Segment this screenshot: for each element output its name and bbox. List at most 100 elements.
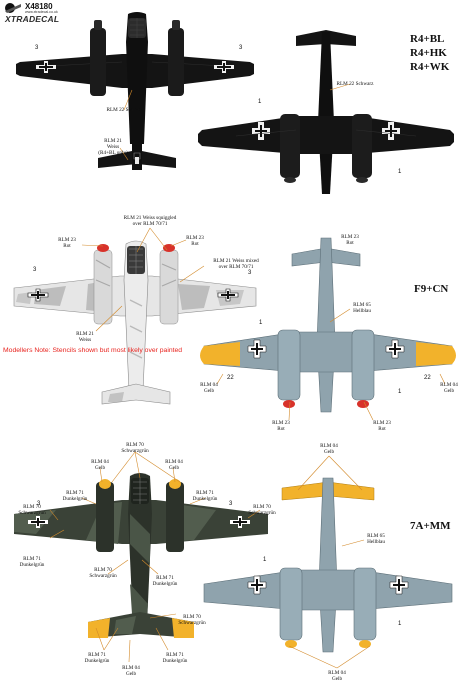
stencil-number: 22: [424, 375, 431, 381]
xtradecal-logo: X48180 www.xtradecal.co.uk XTRADECAL: [3, 2, 73, 26]
catalogue-number: X48180: [25, 2, 53, 11]
code-r4-wk: R4+WK: [410, 61, 450, 73]
plane-black-underside-view: [198, 30, 454, 194]
label-line: RLM 21 Weiss mixed: [213, 258, 259, 264]
code-r4-bl: R4+BL: [410, 33, 445, 45]
label-line: over RLM 70/71: [218, 264, 254, 270]
label-line: Dunkelgrün: [162, 658, 188, 664]
label-line: Gelb: [125, 671, 137, 677]
label-line: Hellblau: [367, 539, 385, 545]
label-line: RLM 04: [91, 459, 109, 465]
label-line: RLM 70: [23, 504, 41, 510]
label-line: RLM 71: [166, 652, 184, 658]
label-line: RLM 04: [320, 443, 338, 449]
label-line: Dunkelgrün: [192, 496, 218, 502]
tail-swastika-placeholder-icon: [133, 152, 141, 160]
stencil-number: 1: [263, 557, 267, 563]
label-line: RLM 71: [196, 490, 214, 496]
label-line: over RLM 70/71: [132, 221, 168, 227]
label-line: RLM 23: [373, 420, 391, 426]
plane-black-top-view: [16, 12, 254, 170]
stencil-number: 3: [229, 501, 233, 507]
stencil-number: 1: [398, 169, 402, 175]
stencil-number: 22: [227, 375, 234, 381]
label-line: Schwarzgrün: [18, 510, 46, 516]
label-line: RLM 71: [66, 490, 84, 496]
label-p2-rlm22: RLM 22 Schwarz: [320, 81, 390, 87]
label-line: Gelb: [168, 465, 180, 471]
label-line: RLM 71: [23, 556, 41, 562]
label-line: Gelb: [443, 388, 455, 394]
stencil-number: 1: [398, 621, 402, 627]
stencil-number: 1: [398, 389, 402, 395]
code-f9-cn: F9+CN: [414, 283, 449, 295]
plane-hellblau-underside-view: [200, 237, 456, 413]
label-line: Schwarzgrün: [248, 510, 276, 516]
label-p1-rlm22: RLM 22 Schwarz: [90, 107, 160, 113]
stencil-number: 3: [239, 45, 243, 51]
label-line: RLM 70: [126, 442, 144, 448]
label-line: Gelb: [203, 388, 215, 394]
label-line: Schwarzgrün: [89, 573, 117, 579]
balkenkreuz-blue2-left-icon: [247, 575, 267, 595]
balkenkreuz-white-right-icon: [217, 288, 239, 302]
code-r4-hk: R4+HK: [410, 47, 447, 59]
label-line: RLM 21 Weiss squiggled: [123, 215, 177, 221]
label-line: Hellblau: [353, 308, 371, 314]
label-line: RLM 04: [328, 670, 346, 676]
label-line: RLM 70: [253, 504, 271, 510]
label-line: RLM 23: [272, 420, 290, 426]
stencil-number: 3: [33, 267, 37, 273]
stencil-number: 3: [248, 270, 252, 276]
stencil-number: 3: [35, 45, 39, 51]
label-line: RLM 04: [440, 382, 458, 388]
label-line: RLM 70: [94, 567, 112, 573]
label-line: Rot: [378, 426, 386, 432]
label-line: Dunkelgrün: [62, 496, 88, 502]
label-line: Gelb: [94, 465, 106, 471]
balkenkreuz-green-right-icon: [230, 516, 250, 528]
balkenkreuz-green-left-icon: [28, 516, 48, 528]
balkenkreuz-blue-right-icon: [385, 339, 405, 359]
label-line: RLM 71: [88, 652, 106, 658]
label-line: RLM 04: [200, 382, 218, 388]
stencil-number: 1: [258, 99, 262, 105]
label-line: Dunkelgrün: [84, 658, 110, 664]
plane-white-mottle-top-view: [13, 240, 257, 405]
brand-name: XTRADECAL: [5, 14, 60, 24]
balkenkreuz-right-wing-icon: [214, 61, 234, 73]
roundel-logo-icon: [5, 3, 21, 13]
label-line: Rot: [346, 240, 354, 246]
balkenkreuz-blue-left-icon: [247, 339, 267, 359]
label-line: Gelb: [331, 676, 343, 682]
label-line: Rot: [63, 243, 71, 249]
label-line: (R4+BL only): [98, 150, 128, 156]
label-line: Weiss: [106, 144, 120, 150]
website: www.xtradecal.co.uk: [25, 10, 58, 14]
balkenkreuz-under-right-icon: [382, 122, 400, 140]
plane-green-splinter-top-view: [14, 473, 268, 638]
label-line: RLM 23: [186, 235, 204, 241]
code-7a-mm: 7A+MM: [410, 520, 451, 532]
modellers-note: Modellers Note: Stencils shown but most …: [3, 347, 183, 354]
label-line: RLM 65: [367, 533, 385, 539]
